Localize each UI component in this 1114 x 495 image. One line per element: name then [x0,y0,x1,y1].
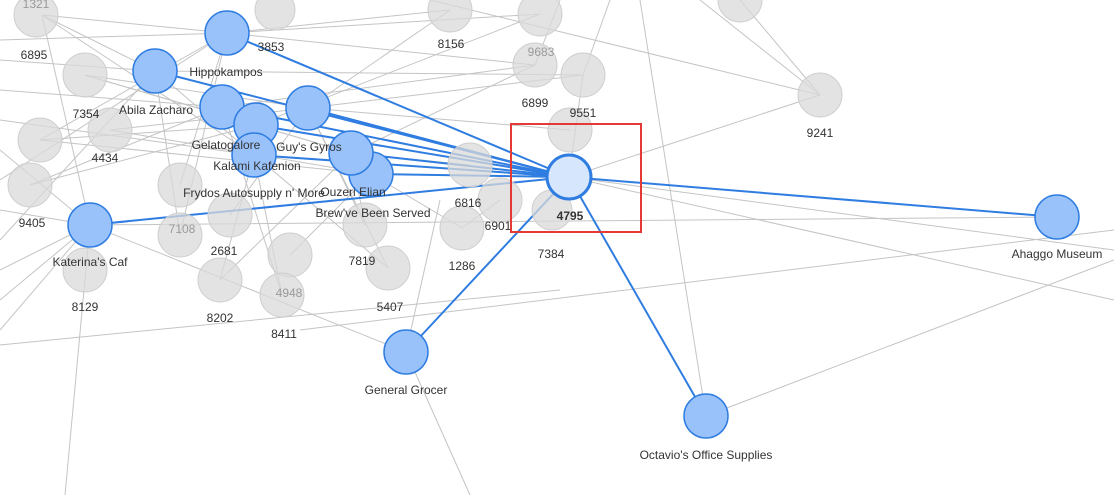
node-label: 4434 [92,151,119,165]
background-labels: 1321 6895 8156 9683 6899 9551 9241 7354 … [19,0,834,341]
node-label: 7819 [349,254,376,268]
node-label: 5407 [377,300,404,314]
graph-node[interactable] [204,10,250,56]
node-label: 8156 [438,37,465,51]
node-label: 7384 [538,247,565,261]
graph-node[interactable] [197,257,243,303]
node-label: 9683 [528,45,555,59]
node-label: Guy's Gyros [276,140,342,154]
graph-node[interactable] [512,42,558,88]
graph-node[interactable] [285,85,331,131]
node-label: Ouzeri Elian [320,185,385,199]
node-label: Abila Zacharo [119,103,193,117]
graph-node[interactable] [132,48,178,94]
node-label: 4948 [276,286,303,300]
graph-node[interactable] [547,107,593,153]
node-label: 8202 [207,311,234,325]
graph-node[interactable] [517,0,563,37]
graph-node[interactable] [1034,194,1080,240]
location-nodes[interactable] [67,10,1080,439]
graph-node[interactable] [87,107,133,153]
node-label: Octavio's Office Supplies [640,448,773,462]
graph-node[interactable] [427,0,473,33]
node-label: 6899 [522,96,549,110]
node-label: 7108 [169,222,196,236]
graph-node[interactable] [157,162,203,208]
node-label: 8411 [271,327,297,341]
graph-node[interactable] [683,393,729,439]
selected-node-label: 4795 [557,209,584,223]
graph-node[interactable] [560,52,606,98]
graph-node[interactable] [62,247,108,293]
node-label: General Grocer [365,383,448,397]
node-label: 9551 [570,106,597,120]
node-label: Ahaggo Museum [1012,247,1103,261]
graph-node[interactable] [67,202,113,248]
node-label: Brew've Been Served [315,206,430,220]
graph-node[interactable] [231,132,277,178]
node-label: Kalami Kafenion [213,159,300,173]
node-label: 1321 [23,0,50,11]
selection-box [510,123,642,233]
node-label: 9241 [807,126,834,140]
node-label: 2681 [211,244,238,258]
graph-node[interactable] [365,245,411,291]
graph-node[interactable] [254,0,296,31]
graph-node[interactable] [447,142,493,188]
graph-node[interactable] [157,212,203,258]
node-label: 7354 [73,107,100,121]
node-label: 6895 [21,48,48,62]
location-labels: 3853 Hippokampos Abila Zacharo Gelatogal… [53,40,1103,462]
graph-node[interactable] [62,52,108,98]
graph-node[interactable] [13,0,59,38]
node-label: Gelatogalore [192,138,261,152]
node-label: Katerina's Caf [53,255,129,269]
node-label: 6816 [455,196,482,210]
graph-node[interactable] [477,177,523,223]
node-label: Frydos Autosupply n' More [183,186,325,200]
graph-node[interactable] [259,272,305,318]
background-nodes[interactable] [7,0,843,318]
selected-node-group[interactable]: 4795 [510,123,642,233]
node-label: 9405 [19,216,46,230]
graph-node[interactable] [207,192,253,238]
graph-node[interactable] [328,130,374,176]
selected-node[interactable] [545,153,593,201]
graph-node[interactable] [797,72,843,118]
graph-node[interactable] [383,329,429,375]
node-label: 3853 [258,40,285,54]
graph-node[interactable] [717,0,763,23]
graph-node[interactable] [267,232,313,278]
node-label: 8129 [72,300,99,314]
graph-node[interactable] [17,117,63,163]
graph-node[interactable] [7,162,53,208]
node-label: 6901 [485,219,512,233]
node-label: 1286 [449,259,476,273]
graph-node[interactable] [342,202,388,248]
node-label: Hippokampos [189,65,262,79]
graph-node[interactable] [439,205,485,251]
